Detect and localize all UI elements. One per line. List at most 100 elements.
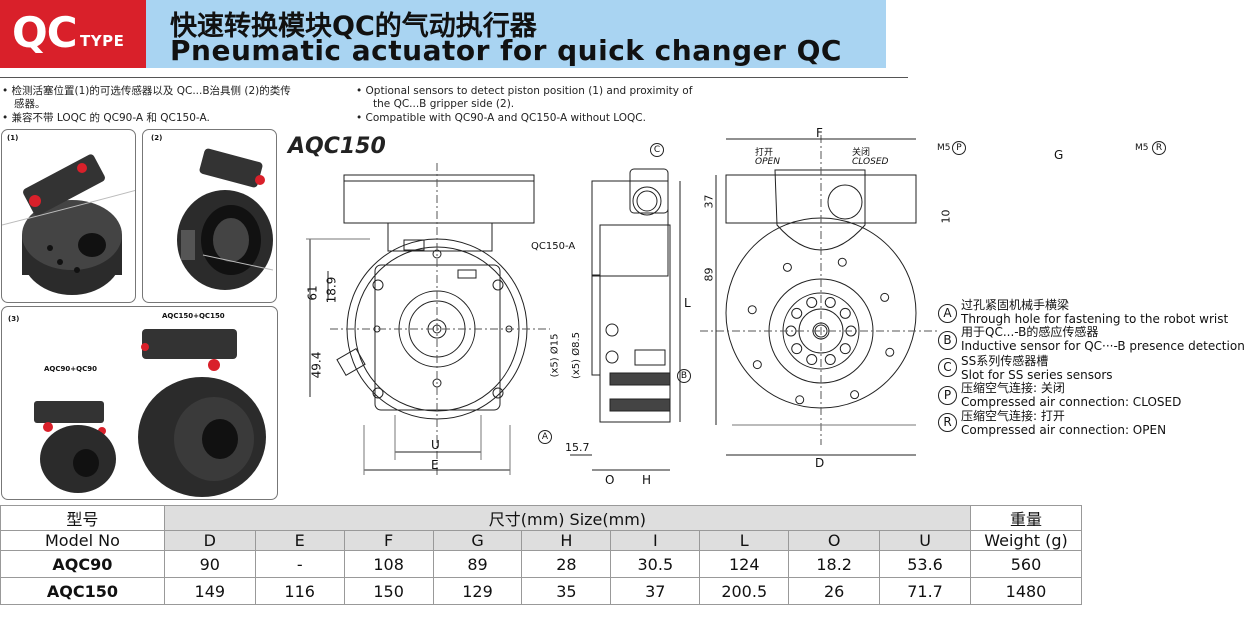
callout-p: P	[952, 141, 966, 155]
callout-r: R	[1152, 141, 1166, 155]
mounting-hole	[795, 395, 805, 405]
legend-key-a: A	[938, 304, 957, 323]
model-cell: AQC150	[0, 577, 165, 605]
top-view	[700, 135, 940, 456]
callout-c: C	[650, 143, 664, 157]
callout-b: B	[677, 369, 691, 383]
value-cell: 200.5	[699, 577, 790, 605]
photo-tag-3: (3)	[8, 315, 20, 323]
mounting-hole	[885, 347, 895, 357]
legend-key-r: R	[938, 413, 957, 432]
value-cell: 89	[432, 550, 523, 578]
note-en-2: • Compatible with QC90-A and QC150-A wit…	[356, 112, 646, 124]
page-title-en: Pneumatic actuator for quick changer QC	[170, 34, 842, 67]
col-u: U	[879, 530, 971, 551]
photo-sensor-1: (1)	[1, 129, 136, 303]
dim-37: 37	[702, 194, 716, 209]
col-o: O	[788, 530, 881, 551]
dim-89: 89	[702, 267, 716, 282]
badge-main: QC	[12, 8, 78, 57]
bolt-hole	[839, 307, 851, 319]
legend-key-p: P	[938, 386, 957, 405]
legend-cn-c: SS系列传感器槽	[961, 354, 1049, 368]
value-cell: 53.6	[879, 550, 971, 578]
badge-sub: TYPE	[80, 32, 125, 50]
mounting-hole	[880, 292, 890, 302]
legend-en-p: Compressed air connection: CLOSED	[961, 395, 1182, 409]
dim-15-7: 15.7	[565, 441, 590, 454]
type-badge: QC TYPE	[0, 0, 146, 68]
model-header-en: Model No	[0, 530, 165, 551]
value-cell: 129	[432, 577, 523, 605]
bolt-hole	[806, 296, 818, 308]
model-header-cn: 型号	[0, 505, 165, 531]
value-cell: 71.7	[879, 577, 971, 605]
model-cell: AQC90	[0, 550, 165, 578]
value-cell: 124	[699, 550, 790, 578]
legend-cn-b: 用于QC...-B的感应传感器	[961, 325, 1099, 339]
mounting-hole	[782, 262, 792, 272]
col-l: L	[699, 530, 790, 551]
photo-combination: (3) AQC150+QC150 AQC90+QC90	[1, 306, 278, 500]
legend-key-c: C	[938, 358, 957, 377]
note-en-1a: • Optional sensors to detect piston posi…	[356, 85, 693, 97]
photo-tag-1: (1)	[7, 134, 19, 142]
dim-dia15: (x5) Ø15	[549, 333, 561, 378]
col-d: D	[163, 530, 256, 551]
col-g: G	[432, 530, 523, 551]
table-row: AQC90 90 - 108 89 28 30.5 124 18.2 53.6 …	[0, 550, 1082, 578]
open-cn: 打开	[755, 148, 774, 158]
dim-61: 61	[305, 285, 320, 301]
photo-tag-2: (2)	[151, 134, 163, 142]
value-cell: 116	[254, 577, 345, 605]
bolt-hole	[824, 296, 836, 308]
mounting-hole	[850, 390, 860, 400]
closed-cn: 关闭	[852, 148, 871, 158]
value-cell: 37	[610, 577, 701, 605]
mounting-hole	[747, 305, 757, 315]
weight-header-en: Weight (g)	[970, 530, 1082, 551]
dim-18-9: 18.9	[324, 276, 339, 304]
actuator-photo-2	[177, 148, 274, 290]
value-cell: 35	[521, 577, 612, 605]
value-cell: 149	[163, 577, 256, 605]
front-view	[306, 163, 550, 477]
dim-l: L	[684, 296, 691, 310]
value-cell: 28	[521, 550, 612, 578]
value-cell: 30.5	[610, 550, 701, 578]
dim-g: G	[1054, 148, 1064, 162]
mounting-hole	[752, 360, 762, 370]
value-cell: 18.2	[788, 550, 881, 578]
bolt-hole	[839, 343, 851, 355]
note-en-1b: the QC...B gripper side (2).	[373, 98, 515, 110]
value-cell: 90	[163, 550, 256, 578]
callout-a: A	[538, 430, 552, 444]
value-cell: 26	[788, 577, 881, 605]
col-f: F	[343, 530, 434, 551]
page-title-cn: 快速转换模块QC的气动执行器	[170, 11, 537, 42]
dim-dia8-5: (x5) Ø8.5	[571, 331, 583, 380]
value-cell: 150	[343, 577, 434, 605]
side-view	[570, 168, 681, 471]
photo-sensor-2: (2)	[142, 129, 277, 303]
closed-en: CLOSED	[852, 157, 889, 167]
legend-key-b: B	[938, 331, 957, 350]
col-e: E	[254, 530, 345, 551]
size-header: 尺寸(mm) Size(mm)	[163, 505, 972, 531]
bolt-hole	[806, 354, 818, 366]
dim-e: E	[431, 458, 439, 472]
drawing-title: AQC150	[288, 134, 386, 159]
bolt-hole	[791, 343, 803, 355]
dim-49-4: 49.4	[309, 351, 324, 379]
weight-cell: 1480	[970, 577, 1082, 605]
actuator-photo-1	[2, 154, 135, 295]
actuator-photo-3	[34, 329, 266, 497]
col-i: I	[610, 530, 701, 551]
legend-cn-a: 过孔紧固机械手横梁	[961, 298, 1070, 312]
spec-table: 型号 尺寸(mm) Size(mm) 重量 Model No D E F G H…	[0, 505, 1082, 605]
dim-h: H	[642, 473, 652, 487]
bolt-hole	[791, 307, 803, 319]
legend-en-r: Compressed air connection: OPEN	[961, 423, 1167, 437]
legend-en-a: Through hole for fastening to the robot …	[961, 312, 1229, 326]
note-cn-1a: • 检测活塞位置(1)的可选传感器以及 QC...B治具侧 (2)的类传	[2, 85, 291, 97]
